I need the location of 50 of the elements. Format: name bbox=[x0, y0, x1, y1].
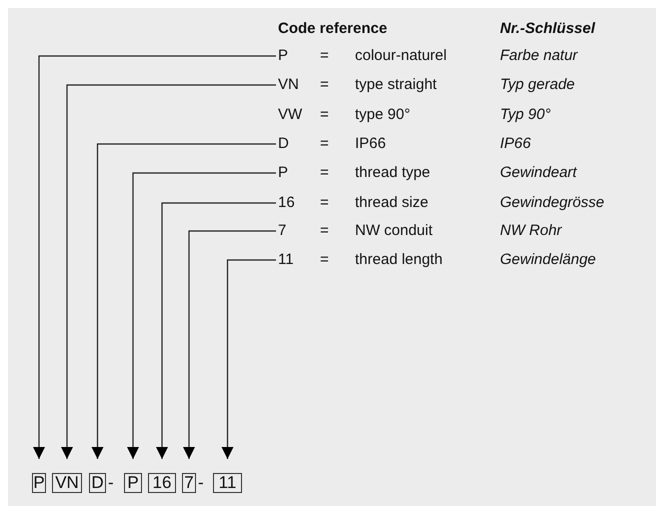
english-meaning: thread size bbox=[355, 194, 428, 212]
code-box: VN bbox=[52, 473, 82, 493]
english-meaning: thread length bbox=[355, 251, 443, 269]
equals-sign: = bbox=[320, 194, 329, 212]
hyphen: - bbox=[108, 474, 114, 492]
arrow bbox=[222, 259, 276, 459]
german-meaning: IP66 bbox=[500, 135, 531, 153]
german-meaning: Typ gerade bbox=[500, 76, 575, 94]
equals-sign: = bbox=[320, 47, 329, 65]
code-letter: VW bbox=[278, 106, 302, 124]
german-meaning: Gewindelänge bbox=[500, 251, 596, 269]
code-letter: D bbox=[278, 135, 289, 153]
arrow bbox=[127, 172, 276, 459]
equals-sign: = bbox=[320, 76, 329, 94]
hyphen: - bbox=[198, 474, 204, 492]
code-letter: VN bbox=[278, 76, 299, 94]
equals-sign: = bbox=[320, 251, 329, 269]
equals-sign: = bbox=[320, 164, 329, 182]
german-meaning: Gewindeart bbox=[500, 164, 577, 182]
column-heading: Code reference bbox=[278, 20, 388, 38]
english-meaning: thread type bbox=[355, 164, 430, 182]
code-box: P bbox=[32, 473, 46, 493]
english-meaning: colour-naturel bbox=[355, 47, 447, 65]
equals-sign: = bbox=[320, 106, 329, 124]
arrow bbox=[156, 202, 276, 459]
column-heading: Nr.-Schlüssel bbox=[500, 20, 596, 38]
arrow bbox=[92, 143, 276, 459]
english-meaning: IP66 bbox=[355, 135, 386, 153]
arrow bbox=[183, 230, 276, 459]
german-meaning: Typ 90° bbox=[500, 106, 551, 124]
german-meaning: NW Rohr bbox=[500, 222, 562, 240]
code-letter: 16 bbox=[278, 194, 295, 212]
code-box: 11 bbox=[213, 473, 242, 493]
german-meaning: Farbe natur bbox=[500, 47, 578, 65]
code-box: P bbox=[124, 473, 142, 493]
code-letter: P bbox=[278, 47, 288, 65]
code-box: 16 bbox=[148, 473, 176, 493]
code-box: D bbox=[89, 473, 106, 493]
code-box: 7 bbox=[182, 473, 196, 493]
code-letter: 11 bbox=[278, 251, 294, 269]
german-meaning: Gewindegrösse bbox=[500, 194, 604, 212]
english-meaning: NW conduit bbox=[355, 222, 433, 240]
code-letter: P bbox=[278, 164, 288, 182]
code-letter: 7 bbox=[278, 222, 286, 240]
equals-sign: = bbox=[320, 222, 329, 240]
english-meaning: type straight bbox=[355, 76, 437, 94]
english-meaning: type 90° bbox=[355, 106, 410, 124]
arrow bbox=[33, 55, 276, 459]
equals-sign: = bbox=[320, 135, 329, 153]
arrow bbox=[61, 84, 276, 459]
